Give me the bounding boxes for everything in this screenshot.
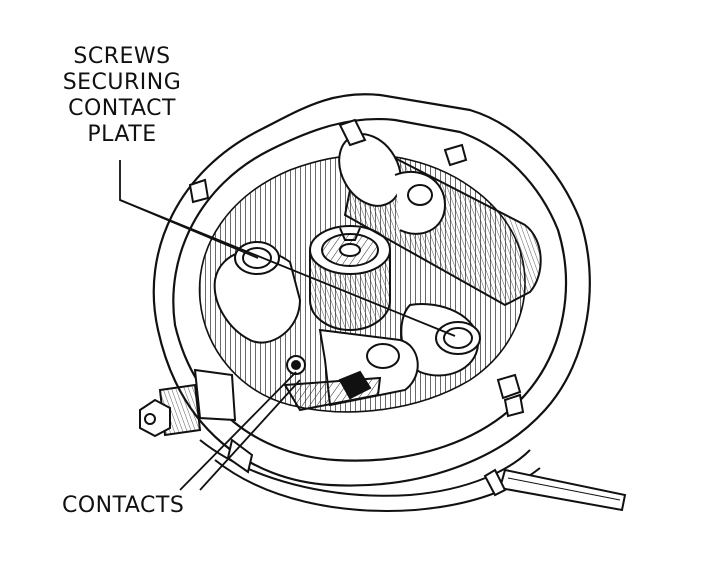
label-line-1: SCREWS [73,44,171,69]
label-line-2: SECURING [62,70,182,95]
rim-clips [188,143,525,418]
label-line-4: PLATE [87,122,157,147]
leader-contacts-1 [179,371,297,491]
leader-contacts-2 [199,379,301,491]
base-lip [199,438,627,512]
label-line-3: CONTACT [68,96,176,121]
label-contacts: CONTACTS [62,493,185,518]
screw-right [435,321,481,355]
leader-screws-right [119,199,456,337]
contact-breaker-arm [283,328,419,412]
leader-lines [119,160,456,491]
cam-shaft [309,225,391,332]
terminal-post [139,368,237,438]
condenser [338,118,542,307]
label-screws-securing-contact-plate: SCREWS SECURING CONTACT PLATE [52,44,192,148]
